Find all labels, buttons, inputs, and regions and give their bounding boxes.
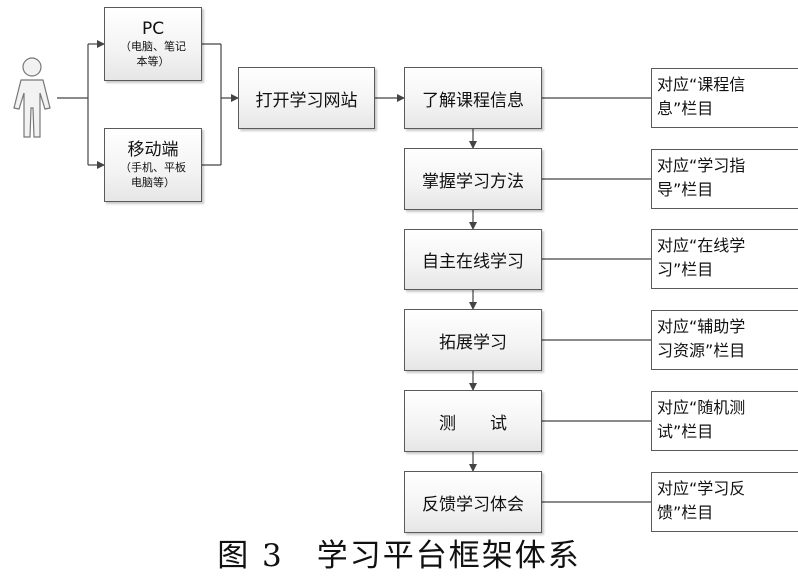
note-2-line-2: 导”栏目 bbox=[657, 180, 714, 199]
note-3-line-2: 习”栏目 bbox=[657, 260, 714, 279]
mobile-subtitle-2: 电脑等） bbox=[131, 176, 175, 189]
pc-subtitle-2: 本等） bbox=[136, 55, 170, 68]
mobile-box: 移动端 （手机、平板 电脑等） bbox=[104, 128, 202, 202]
step-box-1: 了解课程信息 bbox=[404, 67, 542, 129]
note-box-1: 对应“课程信 息”栏目 bbox=[651, 68, 798, 128]
mobile-subtitle-1: （手机、平板 bbox=[120, 161, 186, 174]
step-label-4: 拓展学习 bbox=[439, 332, 507, 353]
step-label-2: 掌握学习方法 bbox=[422, 171, 524, 192]
note-4-line-2: 习资源”栏目 bbox=[657, 341, 746, 360]
note-5-line-2: 试”栏目 bbox=[657, 422, 714, 441]
note-box-4: 对应“辅助学 习资源”栏目 bbox=[651, 310, 798, 370]
person-icon bbox=[13, 57, 51, 138]
note-box-3: 对应“在线学 习”栏目 bbox=[651, 229, 798, 289]
step-box-4: 拓展学习 bbox=[404, 309, 542, 371]
step-label-1: 了解课程信息 bbox=[422, 90, 524, 111]
step-box-2: 掌握学习方法 bbox=[404, 148, 542, 210]
step-box-3: 自主在线学习 bbox=[404, 229, 542, 290]
figure-caption: 图 3 学习平台框架体系 bbox=[217, 538, 581, 574]
pc-title: PC bbox=[141, 19, 165, 39]
step-label-3: 自主在线学习 bbox=[422, 252, 524, 272]
step-box-6: 反馈学习体会 bbox=[404, 471, 542, 533]
step-box-5: 测 试 bbox=[404, 390, 542, 452]
note-box-5: 对应“随机测 试”栏目 bbox=[651, 391, 798, 451]
open-site-box: 打开学习网站 bbox=[238, 67, 375, 129]
note-6-line-1: 对应“学习反 bbox=[657, 479, 746, 498]
step-label-6: 反馈学习体会 bbox=[422, 494, 524, 515]
note-2-line-1: 对应“学习指 bbox=[657, 156, 746, 175]
note-3-line-1: 对应“在线学 bbox=[657, 236, 746, 255]
step-label-5: 测 试 bbox=[439, 413, 507, 434]
note-6-line-2: 馈”栏目 bbox=[657, 503, 714, 522]
pc-subtitle-1: （电脑、笔记 bbox=[120, 40, 186, 53]
note-box-6: 对应“学习反 馈”栏目 bbox=[651, 472, 798, 532]
mobile-title: 移动端 bbox=[127, 140, 179, 160]
note-4-line-1: 对应“辅助学 bbox=[657, 317, 746, 336]
note-1-line-1: 对应“课程信 bbox=[657, 75, 746, 94]
note-5-line-1: 对应“随机测 bbox=[657, 398, 746, 417]
note-box-2: 对应“学习指 导”栏目 bbox=[651, 149, 798, 209]
pc-box: PC （电脑、笔记 本等） bbox=[104, 7, 202, 81]
open-site-label: 打开学习网站 bbox=[255, 90, 358, 111]
note-1-line-2: 息”栏目 bbox=[657, 99, 714, 118]
